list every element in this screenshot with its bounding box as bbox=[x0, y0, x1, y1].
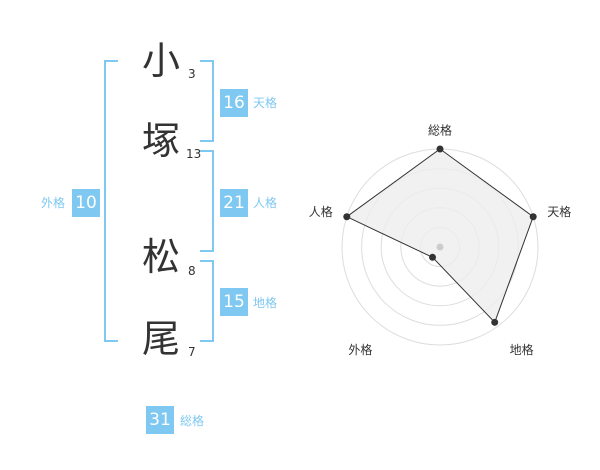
name-char-2: 塚 bbox=[142, 119, 181, 163]
radar-axis-label-1: 総格 bbox=[428, 123, 452, 138]
chikaku-value: 15 bbox=[220, 288, 248, 316]
radar-axis-label-5: 人格 bbox=[309, 204, 333, 219]
radar-point-2 bbox=[529, 213, 537, 221]
radar-axis-label-3: 地格 bbox=[510, 342, 534, 357]
radar-center-point bbox=[436, 243, 444, 251]
radar-point-5 bbox=[343, 213, 351, 221]
gaikaku-label: 外格 bbox=[41, 196, 66, 210]
gaikaku-value: 10 bbox=[72, 189, 100, 217]
jinkaku-label: 人格 bbox=[253, 196, 278, 210]
stroke-count-3: 8 bbox=[188, 264, 196, 278]
tenkaku-value: 16 bbox=[220, 89, 248, 117]
radar-point-1 bbox=[436, 145, 444, 153]
tenkaku-bracket bbox=[200, 60, 214, 142]
gaikaku-bracket bbox=[104, 60, 118, 342]
radar-point-4 bbox=[429, 253, 437, 261]
stroke-count-2: 13 bbox=[186, 147, 202, 161]
tenkaku-label: 天格 bbox=[253, 96, 278, 110]
radar-point-3 bbox=[491, 318, 499, 326]
name-char-3: 松 bbox=[142, 235, 181, 279]
radar-axis-label-4: 外格 bbox=[348, 342, 372, 357]
stroke-count-4: 7 bbox=[188, 345, 196, 359]
chikaku-bracket bbox=[200, 260, 214, 342]
soukaku-label: 総格 bbox=[180, 414, 205, 428]
chikaku-label: 地格 bbox=[253, 296, 278, 310]
name-char-1: 小 bbox=[142, 39, 181, 83]
radar-axis-label-2: 天格 bbox=[547, 204, 571, 219]
stroke-count-1: 3 bbox=[188, 67, 196, 81]
name-char-4: 尾 bbox=[142, 317, 181, 361]
radar-data-area bbox=[345, 148, 534, 324]
jinkaku-value: 21 bbox=[220, 189, 248, 217]
soukaku-value: 31 bbox=[146, 406, 174, 434]
jinkaku-bracket bbox=[200, 150, 214, 252]
